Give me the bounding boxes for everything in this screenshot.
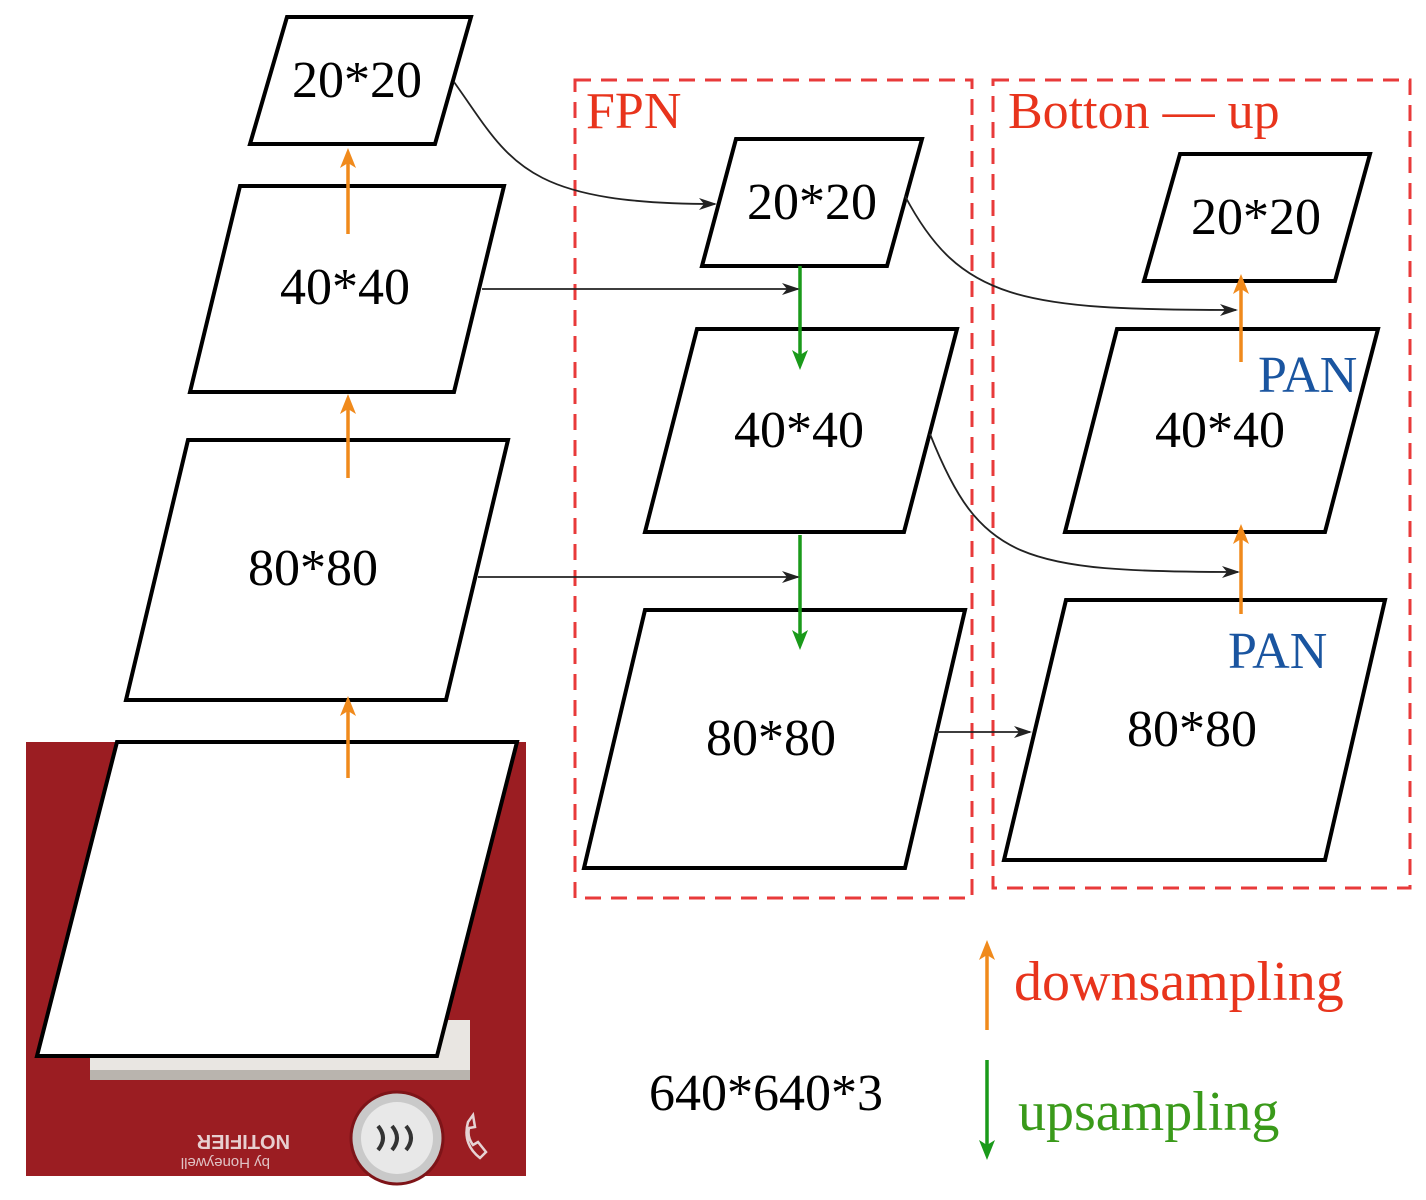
input-size-label: 640*640*3 <box>649 1065 883 1122</box>
pan-label-upper: PAN <box>1258 347 1357 404</box>
photo-panel-shadow <box>90 1070 470 1080</box>
input-image-frame <box>34 740 520 1058</box>
bottom-up-box-20 <box>1141 152 1373 283</box>
pan-label-lower: PAN <box>1228 623 1327 680</box>
bottom-up-title: Botton — up <box>1008 83 1280 140</box>
fpn-region: FPN 20*20 40*40 80*80 <box>573 78 974 900</box>
backbone-label-20: 20*20 <box>292 52 422 109</box>
photo-sub-text: by Honeywell <box>181 1154 270 1171</box>
bottom-up-box-40 <box>1062 327 1381 534</box>
legend-upsampling-label: upsampling <box>1018 1081 1279 1143</box>
backbone-column: 20*20 40*40 80*80 <box>123 15 511 778</box>
bottom-up-label-40: 40*40 <box>1155 402 1285 459</box>
fpn-label-40: 40*40 <box>734 402 864 459</box>
input-photo: NOTIFIER by Honeywell <box>26 740 526 1186</box>
connector-fpn20-bottomup <box>904 195 1238 316</box>
backbone-box-20 <box>247 15 474 146</box>
bottom-up-box-80 <box>1001 598 1388 862</box>
legend: downsampling upsampling <box>979 940 1344 1160</box>
bottom-up-label-80: 80*80 <box>1127 701 1257 758</box>
bottom-up-label-20: 20*20 <box>1191 189 1321 246</box>
backbone-box-80 <box>123 438 511 702</box>
phone-icon <box>465 1111 488 1160</box>
photo-button-icon <box>349 1090 445 1186</box>
fpn-box-40 <box>642 327 960 534</box>
backbone-label-80: 80*80 <box>248 540 378 597</box>
fpn-box-80 <box>581 608 968 870</box>
bottom-up-region: Botton — up 20*20 40*40 PAN 80*80 PAN <box>991 78 1412 890</box>
fpn-label-20: 20*20 <box>747 174 877 231</box>
fpn-box-20 <box>699 137 925 268</box>
fpn-region-border <box>573 78 974 900</box>
legend-downsampling-label: downsampling <box>1014 951 1344 1013</box>
lateral-connections <box>453 81 1240 738</box>
fpn-title: FPN <box>586 83 681 140</box>
connector-backbone20-fpn20 <box>453 81 717 210</box>
backbone-box-40 <box>187 184 507 394</box>
fpn-label-80: 80*80 <box>706 710 836 767</box>
bottom-up-region-border <box>991 78 1412 890</box>
connector-fpn40-bottomup <box>929 433 1240 578</box>
backbone-label-40: 40*40 <box>280 259 410 316</box>
photo-brand-text: NOTIFIER <box>196 1130 290 1152</box>
